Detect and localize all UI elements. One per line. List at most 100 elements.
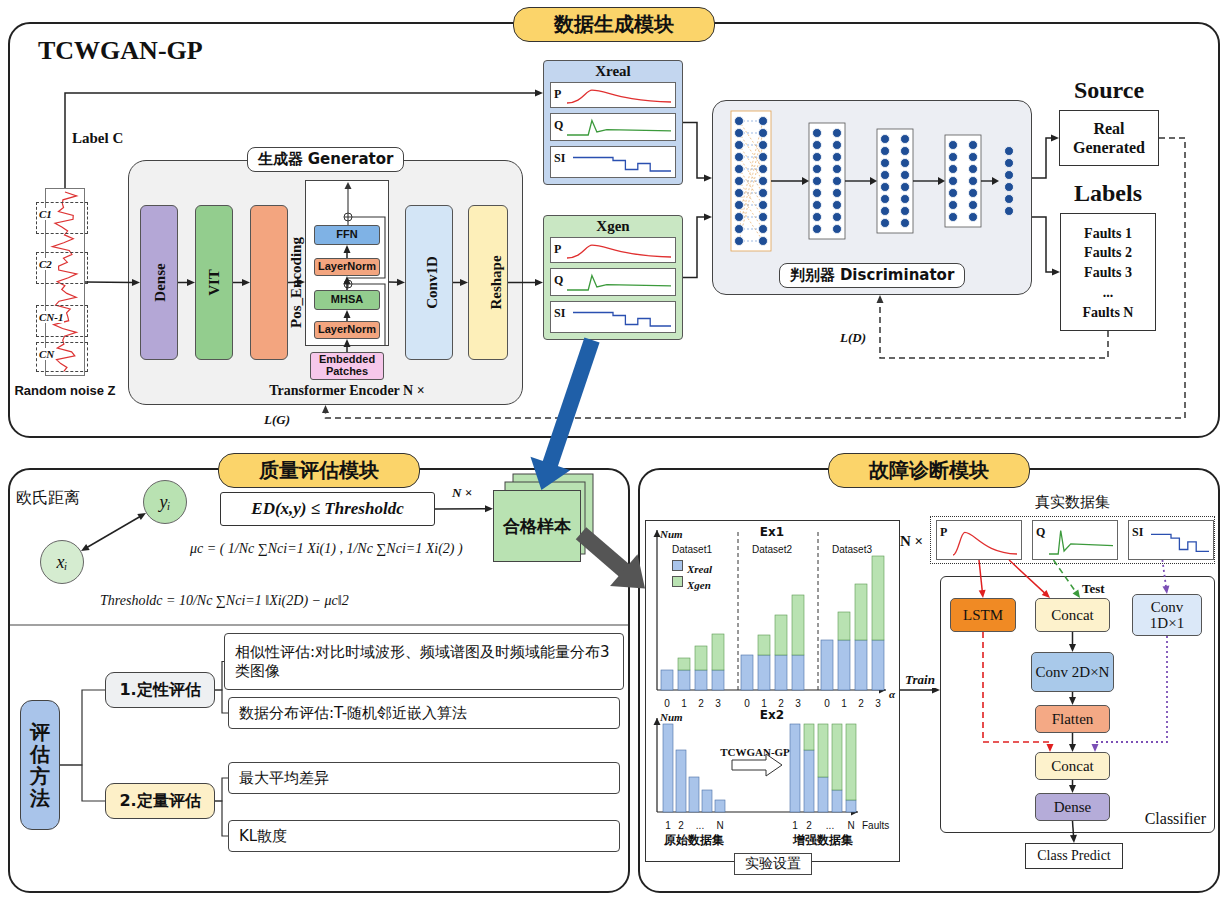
text-wrap: 相似性评估:对比时域波形、频域谱图及时频域能量分布3类图像 (235, 643, 613, 681)
bar-real (689, 777, 699, 812)
connector (983, 632, 1054, 752)
neuron (813, 225, 822, 234)
text-wrap: ... (1103, 282, 1114, 302)
layer-block: Conv1D (405, 205, 453, 360)
signal-curve (573, 158, 671, 172)
label-wrap: 增强数据集 (793, 829, 853, 849)
bar-generated (804, 724, 814, 750)
tick-label: 1 (665, 820, 671, 831)
node-illustration (937, 521, 1021, 559)
bar-real (872, 640, 884, 690)
connector-line (215, 690, 228, 713)
signal-curve (567, 245, 671, 258)
box-text: C2 (38, 258, 53, 270)
formula-text: Thresholdc = 10/Nc ∑Nci=1 ‖Xi(2D) − μc‖2 (100, 593, 349, 609)
layer-frame (945, 135, 981, 227)
neuron (1005, 159, 1014, 168)
neuron (949, 189, 958, 198)
formula-box: ED(x,y) ≤ Thresholdc (220, 492, 435, 526)
label-segment: CN (36, 342, 88, 372)
bar-generated (775, 615, 787, 655)
text-wrap: SI (1129, 521, 1146, 540)
signal-plot: SI (550, 146, 676, 178)
connector (344, 310, 351, 321)
label-wrap: 2 (858, 692, 864, 711)
connector-line (326, 138, 1186, 418)
sample-panel: PQSIXgen (543, 215, 683, 340)
bar-real (661, 670, 673, 690)
neuron (759, 237, 768, 246)
connector (683, 123, 712, 182)
arrow-head (242, 279, 250, 286)
layer-block: LSTM (950, 598, 1016, 632)
text-wrap: KL散度 (239, 827, 287, 846)
point-circle: xᵢ (40, 540, 84, 584)
text-wrap: 2.定量评估 (119, 791, 200, 812)
neuron (833, 165, 842, 174)
label-wrap: TCWGAN-GP (720, 741, 790, 760)
box-text: yᵢ (160, 492, 171, 513)
weight-line (739, 169, 763, 205)
signal-curve (567, 276, 671, 291)
encoder-box: FFNLayerNormMHSALayerNormTransformer Enc… (305, 180, 389, 346)
arrow-head (81, 544, 90, 551)
arrow-head (1047, 744, 1054, 752)
neuron (1005, 171, 1014, 180)
connector-line (87, 516, 140, 547)
connector (1162, 560, 1169, 594)
heading-text: 数据生成模块 (513, 7, 715, 42)
label-wrap: Num (660, 706, 683, 725)
neuron (813, 141, 822, 150)
box-text: Xgen (596, 218, 629, 235)
box-text: ED(x,y) ≤ Thresholdc (251, 499, 403, 519)
text-wrap: Pos_Encoding (251, 274, 287, 291)
arrow-head (344, 276, 351, 284)
text-wrap: Dense (141, 274, 177, 291)
box-text: LSTM (963, 607, 1003, 624)
text-wrap: Xreal (595, 61, 631, 80)
connector (178, 279, 195, 286)
neuron (949, 141, 958, 150)
arrow-head (1042, 590, 1050, 598)
neuron (759, 225, 768, 234)
signal-plot: P (550, 237, 676, 263)
node-illustration (1033, 521, 1117, 559)
connector (435, 505, 493, 512)
signal-curve (1049, 531, 1113, 555)
text-wrap: ED(x,y) ≤ Thresholdc (251, 499, 403, 519)
neuron (759, 129, 768, 138)
connector (215, 690, 228, 713)
neuron (969, 201, 978, 210)
label-wrap: μc = ( 1/Nc ∑Nci=1 Xi(1) , 1/Nc ∑Nci=1 X… (190, 538, 463, 557)
box-text: Concat (1051, 758, 1094, 775)
weight-line (739, 181, 763, 217)
signal-curve (1151, 534, 1209, 551)
arrow-head (345, 182, 352, 189)
box-text: P (554, 243, 561, 256)
heading-text: 质量评估模块 (218, 453, 420, 488)
layer-block: LayerNorm (314, 321, 380, 339)
tick-label: N (716, 820, 723, 831)
signal-plot: SI (550, 301, 676, 333)
axis-arrow (654, 718, 661, 725)
layer-frame (731, 111, 771, 251)
bar-real (821, 640, 833, 690)
signal-plot: Q (550, 113, 676, 141)
layer-block: Concat (1035, 752, 1110, 780)
category-box: 1.定性评估 (105, 672, 215, 708)
connector (1032, 135, 1059, 179)
neuron (833, 141, 842, 150)
text-wrap: Faults 2 (1084, 242, 1132, 262)
node-illustration (551, 238, 675, 262)
arrow-head (535, 90, 543, 97)
text-wrap: Concat (1051, 758, 1094, 775)
neuron (833, 177, 842, 186)
edge-label: Train (903, 672, 937, 688)
bar-real (804, 750, 814, 812)
arrow-head (535, 279, 543, 286)
output-box: Class Predict (1025, 843, 1123, 869)
connector (215, 801, 228, 836)
neuron (881, 159, 890, 168)
legend-text: Xreal (687, 563, 712, 575)
signal-plot: SI (1128, 520, 1214, 560)
